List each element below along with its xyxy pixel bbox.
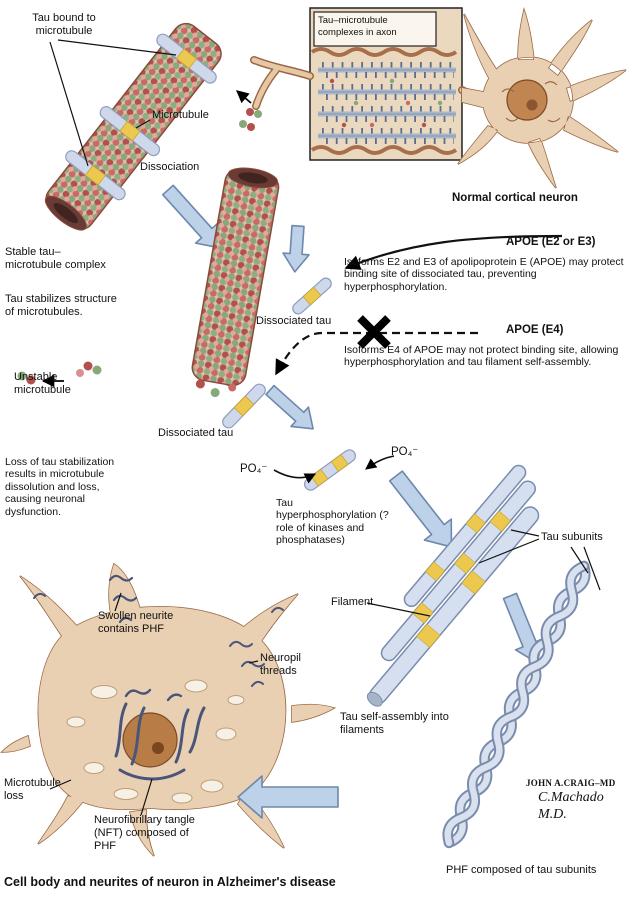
tau-band-2 (99, 106, 161, 157)
inset-tubulin-dots (329, 78, 443, 128)
label-hyperphosphorylation: Tau hyperphosphorylation (? role of kina… (276, 497, 389, 547)
text-apoe-e4: Isoforms E4 of APOE may not protect bind… (344, 344, 619, 369)
tau-band-3 (65, 150, 126, 201)
hyperphosphorylated-tau (303, 449, 357, 491)
dissociated-tau-piece-1 (292, 277, 332, 315)
signature-machado: C.Machado M.D. (538, 790, 604, 822)
alzheimer-neuron-illustration (0, 562, 337, 857)
blocked-x-icon (357, 315, 391, 349)
swollen-neurite-phf (33, 574, 284, 624)
figure-title: Cell body and neurites of neuron in Alzh… (4, 875, 336, 889)
inset-microtubule-rows (318, 62, 456, 144)
inset-title: Tau–microtubule complexes in axon (318, 15, 397, 38)
neurofibrillary-tangle (114, 688, 206, 781)
label-self-assembly: Tau self-assembly into filaments (340, 711, 449, 736)
label-microtubule: Microtubule (152, 109, 209, 121)
po4-arrow-left (273, 469, 317, 484)
arrow-to-hyperphosphorylation (265, 384, 314, 430)
alzheimer-neuron-nucleus (122, 712, 178, 768)
arrow-to-alzheimer-neuron (237, 775, 339, 819)
label-nft: Neurofibrillary tangle (NFT) composed of… (94, 814, 195, 852)
free-tubulin-dimers (236, 90, 262, 131)
neuropil-threads-illustration (229, 640, 265, 687)
label-swollen-neurite: Swollen neurite contains PHF (98, 610, 174, 635)
label-filament: Filament (331, 596, 374, 608)
phf-illustration (442, 560, 591, 849)
text-apoe-e2e3: Isoforms E2 and E3 of apolipoprotein E (… (344, 256, 624, 293)
text-loss-of-stabilization: Loss of tau stabilization results in mic… (5, 456, 115, 518)
arrow-axon-to-dissociated-tau (282, 224, 310, 273)
apoe-e2e3-arrow (344, 234, 563, 270)
label-tau-stabilizes: Tau stabilizes structure of microtubules… (5, 293, 117, 318)
po4-arrow-right (365, 455, 395, 470)
annotation-lines (49, 39, 601, 816)
flow-arrows (161, 184, 545, 819)
unstable-microtubule-fragments (17, 361, 102, 388)
inset-title-box (313, 11, 437, 47)
label-tau-subunits: Tau subunits (541, 531, 603, 543)
label-phf: PHF composed of tau subunits (446, 864, 597, 876)
dissociating-microtubule-illustration (191, 167, 280, 398)
vacuoles (66, 679, 245, 804)
label-unstable-microtubule: Unstable microtubule (14, 371, 71, 396)
label-stable-complex: Stable tau–microtubule complex (5, 246, 106, 271)
label-tau-bound: Tau bound to microtubule (32, 12, 96, 37)
apoe-e4-dashed-arrow (275, 331, 478, 376)
normal-neuron-nucleus (506, 79, 548, 121)
dissociated-tau-piece-2 (222, 383, 266, 429)
label-dissociated-tau-2: Dissociated tau (158, 427, 234, 439)
label-microtubule-loss: Microtubule loss (4, 777, 61, 802)
label-dissociated-tau-1: Dissociated tau (256, 315, 332, 327)
label-po4-right: PO₄⁻ (391, 446, 419, 458)
signature-craig: JOHN A.CRAIG–MD (526, 778, 616, 788)
label-po4-left: PO₄⁻ (240, 463, 268, 475)
tau-filaments-illustration (366, 464, 540, 707)
stable-microtubule-illustration (44, 22, 222, 231)
label-normal-neuron: Normal cortical neuron (452, 192, 578, 204)
label-neuropil-threads: Neuropil threads (260, 652, 301, 677)
tau-band-1 (156, 33, 217, 84)
label-apoe-e4-title: APOE (E4) (506, 324, 564, 336)
normal-neuron-illustration (457, 7, 627, 189)
label-apoe-e2e3-title: APOE (E2 or E3) (506, 236, 596, 248)
label-dissociation: Dissociation (140, 161, 200, 173)
arrow-to-filaments (388, 470, 453, 548)
axon-inset-illustration (309, 7, 463, 161)
